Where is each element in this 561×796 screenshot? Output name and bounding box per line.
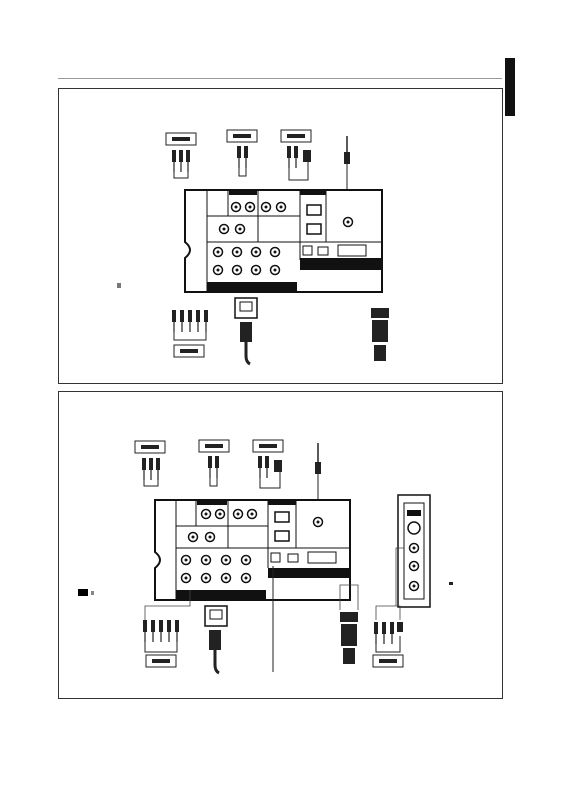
figure-2-vcr-device bbox=[135, 441, 165, 486]
figure-2-tv-rear-panel bbox=[155, 500, 350, 600]
figure-1-power-cord bbox=[235, 298, 257, 364]
figure-2-cable-box-device bbox=[253, 440, 283, 488]
figure-1-pc-connector bbox=[371, 308, 389, 361]
figure-1-cable-box-device bbox=[281, 130, 311, 180]
figure-1-vcr-device bbox=[166, 133, 196, 178]
figure-2-antenna-cable bbox=[315, 443, 321, 500]
figure-2-dvd-device bbox=[199, 440, 229, 486]
figure-1-dvd-device bbox=[227, 130, 257, 176]
figure-2-power-cord bbox=[205, 606, 227, 673]
figure-2-component-cables bbox=[143, 590, 190, 667]
figure-1-tv-rear-panel bbox=[185, 190, 382, 292]
figure-2-side-panel bbox=[398, 495, 430, 607]
figure-1-component-cables bbox=[172, 310, 208, 357]
